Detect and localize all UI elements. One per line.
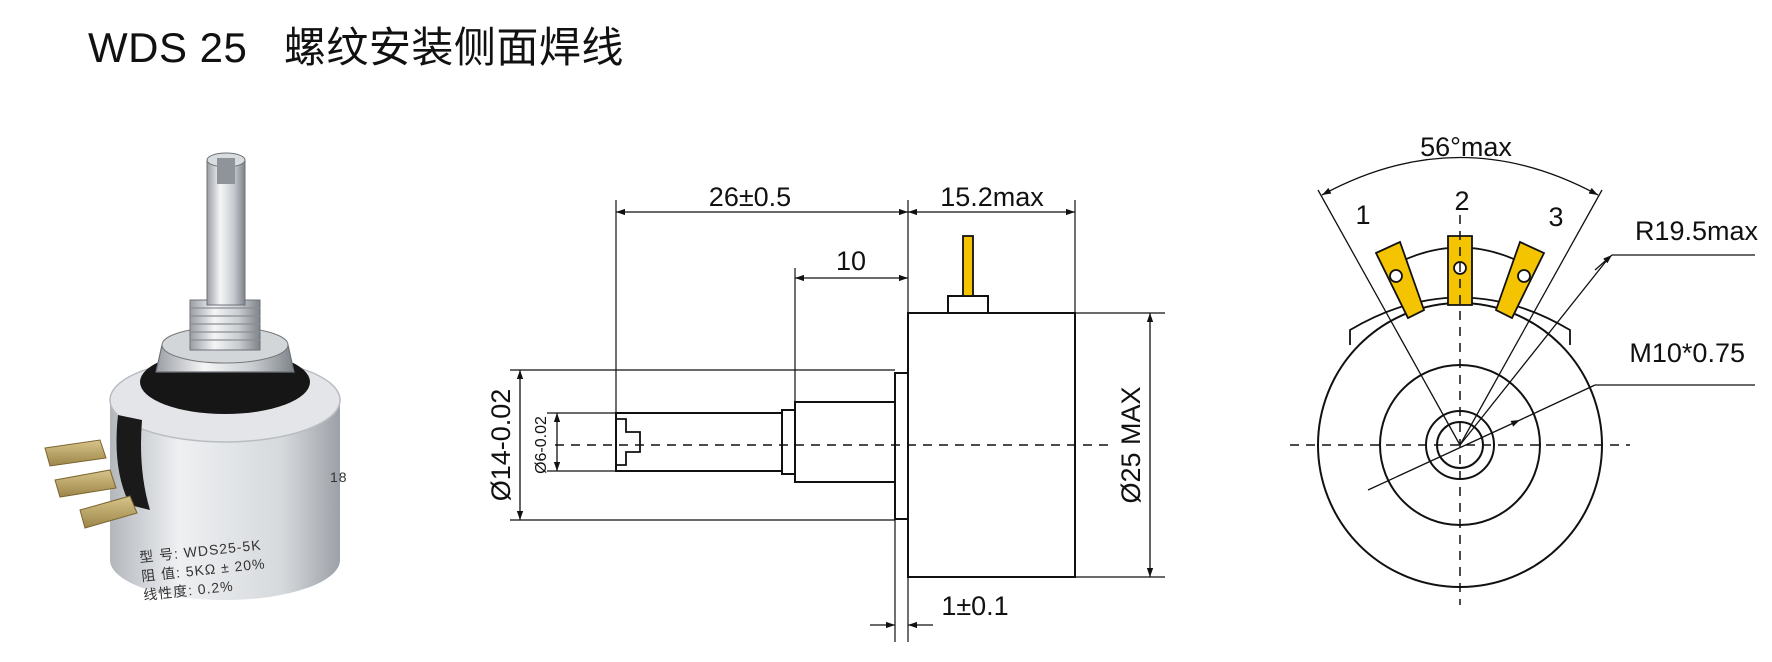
dim-flange: 1±0.1 <box>941 591 1008 621</box>
photo-terminal-strip <box>116 415 150 510</box>
front-angle-line-left <box>1317 189 1461 446</box>
dim-body-length: 15.2max <box>940 182 1044 212</box>
dim-radius: R19.5max <box>1635 216 1759 246</box>
front-radius-line <box>1459 259 1608 446</box>
front-angle-line-right <box>1459 189 1603 446</box>
side-bushing <box>794 401 896 483</box>
photo-shaft-slot <box>217 158 235 184</box>
photo-terminals <box>44 439 138 529</box>
front-terminal-label-3: 3 <box>1548 202 1563 232</box>
photo-side-mark: 18 <box>330 469 348 485</box>
dim-shaft-step: 10 <box>836 246 866 276</box>
front-thread-leader <box>1367 419 1521 491</box>
side-terminal-pin <box>962 235 974 297</box>
dim-angle: 56°max <box>1420 132 1512 162</box>
side-flange <box>894 372 909 520</box>
front-terminals <box>1374 235 1546 320</box>
photo-body <box>110 400 340 600</box>
dim-shaft-diameter: Ø6-0.02 <box>533 416 550 474</box>
photo-shaft <box>206 159 246 306</box>
title-model: WDS 25 <box>88 24 248 71</box>
dim-body-diameter: Ø25 MAX <box>1116 386 1146 503</box>
side-pin-base <box>947 295 989 314</box>
front-view <box>1290 156 1755 605</box>
page-title: WDS 25 螺纹安装侧面焊线 <box>88 14 624 75</box>
side-view <box>510 200 1165 642</box>
product-photo: 型 号: WDS25-5K 阻 值: 5KΩ ± 20% 线性度: 0.2% 1… <box>44 152 348 603</box>
title-description: 螺纹安装侧面焊线 <box>283 23 624 72</box>
front-terminal-label-1: 1 <box>1355 200 1370 230</box>
front-terminal-label-2: 2 <box>1454 186 1469 216</box>
dim-thread: M10*0.75 <box>1629 338 1745 368</box>
dim-thread-diameter: Ø14-0.02 <box>486 389 516 502</box>
dim-length: 26±0.5 <box>709 182 791 212</box>
side-shaft <box>615 412 783 472</box>
front-angle-arc <box>1321 156 1599 196</box>
